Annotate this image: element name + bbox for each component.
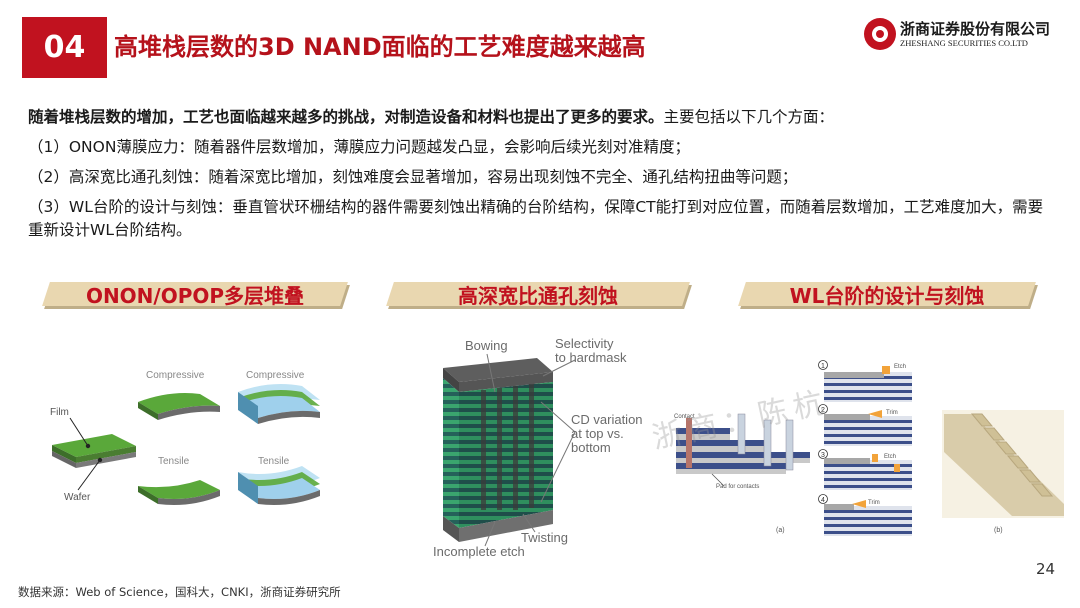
tensile-label-2: Tensile <box>258 456 290 467</box>
compressive-sample-1 <box>138 393 220 420</box>
banner-film-stack: ONON/OPOP多层堆叠 <box>42 276 348 310</box>
etch-holes <box>481 384 534 510</box>
intro-rest: 主要包括以下几个方面： <box>663 108 835 126</box>
wl-staircase-diagram: Contact Pad for contacts (a) 1 Etch 2 Tr… <box>674 360 1064 536</box>
flat-film-sample <box>52 417 136 491</box>
compressive-label-1: Compressive <box>146 370 205 381</box>
tensile-sample-2 <box>238 466 320 505</box>
banner-film-stack-label: ONON/OPOP多层堆叠 <box>85 284 305 308</box>
hole-etch-diagram: Bowing Selectivity to hardmask CD variat… <box>433 336 643 559</box>
process-step-2: 2 Trim <box>818 404 912 446</box>
bowing-label: Bowing <box>465 338 508 353</box>
film-label: Film <box>50 407 69 418</box>
tensile-label-1: Tensile <box>158 456 190 467</box>
body-text: 随着堆栈层数的增加，工艺也面临越来越多的挑战，对制造设备和材料也提出了更多的要求… <box>28 106 1058 249</box>
label-b: (b) <box>994 527 1003 534</box>
pad-contacts-label: Pad for contacts <box>716 484 759 490</box>
slide-header: 04 高堆栈层数的3D NAND面临的工艺难度越来越高 浙商证券股份有限公司 Z… <box>0 0 1080 88</box>
cd-variation-label-2: at top vs. <box>571 426 624 441</box>
step-1-op: Etch <box>894 364 906 370</box>
step-2-op: Trim <box>886 410 898 416</box>
banner-hole-etch: 高深宽比通孔刻蚀 <box>386 276 690 310</box>
twisting-label: Twisting <box>521 530 568 545</box>
section-number: 04 <box>22 17 107 78</box>
process-step-3: 3 Etch <box>818 449 912 490</box>
company-logo: 浙商证券股份有限公司 ZHESHANG SECURITIES CO.LTD <box>864 16 1059 56</box>
film-stress-diagram: Film Wafer Compressive Compressive Tensi… <box>50 370 320 505</box>
data-source: 数据来源：Web of Science，国科大，CNKI，浙商证券研究所 <box>18 585 341 599</box>
intro-paragraph: 随着堆栈层数的增加，工艺也面临越来越多的挑战，对制造设备和材料也提出了更多的要求… <box>28 106 1058 129</box>
process-step-1: 1 Etch <box>818 360 912 402</box>
selectivity-label-2: to hardmask <box>555 350 627 365</box>
contact-label: Contact <box>674 414 695 420</box>
selectivity-label-1: Selectivity <box>555 336 614 351</box>
compressive-sample-2 <box>238 384 320 424</box>
point-2: （2）高深宽比通孔刻蚀：随着深宽比增加，刻蚀难度会显著增加，容易出现刻蚀不完全、… <box>28 168 798 186</box>
compressive-label-2: Compressive <box>246 370 305 381</box>
staircase-3d-image <box>942 410 1064 518</box>
step-1-num: 1 <box>821 363 825 370</box>
step-3-op: Etch <box>884 454 896 460</box>
tensile-sample-1 <box>138 480 220 505</box>
logo-mark-icon <box>864 18 896 50</box>
cd-variation-label-1: CD variation <box>571 412 643 427</box>
banner-wl-staircase-label: WL台阶的设计与刻蚀 <box>789 284 985 308</box>
incomplete-etch-label: Incomplete etch <box>433 544 525 559</box>
step-2-num: 2 <box>821 407 825 414</box>
cd-variation-label-3: bottom <box>571 440 611 455</box>
logo-name-cn: 浙商证券股份有限公司 <box>900 20 1051 38</box>
process-step-4: 4 Trim <box>818 494 912 536</box>
step-4-num: 4 <box>821 497 825 504</box>
banner-hole-etch-label: 高深宽比通孔刻蚀 <box>458 284 618 308</box>
step-4-op: Trim <box>868 500 880 506</box>
page-number: 24 <box>1036 560 1056 578</box>
point-3: （3）WL台阶的设计与刻蚀：垂直管状环栅结构的器件需要刻蚀出精确的台阶结构，保障… <box>28 198 1044 239</box>
step-3-num: 3 <box>821 452 825 459</box>
intro-bold: 随着堆栈层数的增加，工艺也面临越来越多的挑战，对制造设备和材料也提出了更多的要求… <box>28 108 664 126</box>
logo-name-en: ZHESHANG SECURITIES CO.LTD <box>900 38 1028 48</box>
wafer-label: Wafer <box>64 492 91 503</box>
point-1: （1）ONON薄膜应力：随着器件层数增加，薄膜应力问题越发凸显，会影响后续光刻对… <box>28 138 690 156</box>
slide-title: 高堆栈层数的3D NAND面临的工艺难度越来越高 <box>114 33 646 61</box>
label-a: (a) <box>776 527 785 534</box>
staircase-contacts <box>676 413 810 487</box>
banner-wl-staircase: WL台阶的设计与刻蚀 <box>738 276 1036 310</box>
